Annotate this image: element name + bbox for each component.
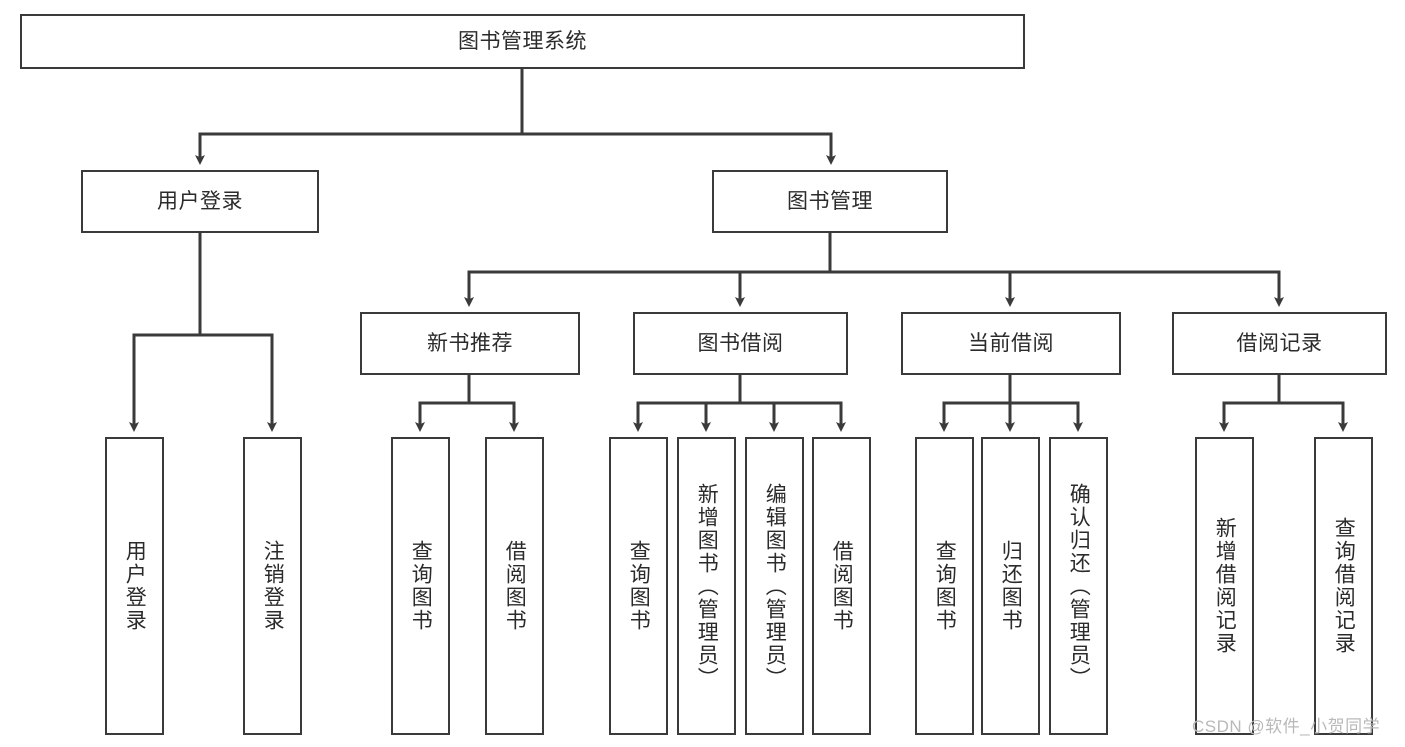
- node-new-book-recommend[interactable]: 新书推荐: [360, 312, 580, 375]
- node-label: 编辑图书（管理员）: [763, 482, 787, 690]
- node-label: 图书管理: [787, 189, 873, 213]
- leaf-query-record[interactable]: 查询借阅记录: [1314, 437, 1373, 735]
- node-label: 查询借阅记录: [1332, 517, 1356, 655]
- leaf-borrow-book-1[interactable]: 借阅图书: [485, 437, 544, 735]
- node-label: 确认归还（管理员）: [1067, 482, 1091, 690]
- node-label: 新书推荐: [427, 331, 513, 355]
- csdn-watermark: CSDN @软件_小贺同学: [1192, 717, 1381, 736]
- node-label: 当前借阅: [968, 331, 1054, 355]
- node-label: 图书管理系统: [458, 29, 587, 53]
- leaf-edit-book[interactable]: 编辑图书（管理员）: [745, 437, 804, 735]
- leaf-borrow-book-2[interactable]: 借阅图书: [812, 437, 871, 735]
- leaf-query-book-3[interactable]: 查询图书: [915, 437, 974, 735]
- leaf-return-book[interactable]: 归还图书: [981, 437, 1040, 735]
- node-label: 借阅图书: [503, 540, 527, 632]
- node-book-borrow[interactable]: 图书借阅: [633, 312, 848, 375]
- node-label: 查询图书: [933, 540, 957, 632]
- leaf-confirm-return[interactable]: 确认归还（管理员）: [1049, 437, 1108, 735]
- node-label: 用户登录: [157, 189, 243, 213]
- node-borrow-record[interactable]: 借阅记录: [1172, 312, 1387, 375]
- node-user-login[interactable]: 用户登录: [81, 170, 319, 233]
- node-label: 图书借阅: [697, 331, 784, 355]
- node-label: 新增图书（管理员）: [695, 482, 719, 690]
- node-book-management[interactable]: 图书管理: [712, 170, 948, 233]
- node-label: 注销登录: [261, 540, 285, 632]
- node-label: 借阅记录: [1236, 331, 1323, 355]
- leaf-user-login[interactable]: 用户登录: [105, 437, 164, 735]
- node-label: 用户登录: [123, 540, 147, 632]
- node-label: 查询图书: [627, 540, 651, 632]
- node-current-borrow[interactable]: 当前借阅: [901, 312, 1121, 375]
- leaf-add-record[interactable]: 新增借阅记录: [1195, 437, 1254, 735]
- node-label: 新增借阅记录: [1213, 517, 1237, 655]
- leaf-logout-login[interactable]: 注销登录: [243, 437, 302, 735]
- node-label: 借阅图书: [830, 540, 854, 632]
- node-label: 查询图书: [409, 540, 433, 632]
- node-label: 归还图书: [999, 540, 1023, 632]
- node-root-system[interactable]: 图书管理系统: [20, 14, 1025, 69]
- leaf-query-book-1[interactable]: 查询图书: [391, 437, 450, 735]
- leaf-query-book-2[interactable]: 查询图书: [609, 437, 668, 735]
- leaf-add-book[interactable]: 新增图书（管理员）: [677, 437, 736, 735]
